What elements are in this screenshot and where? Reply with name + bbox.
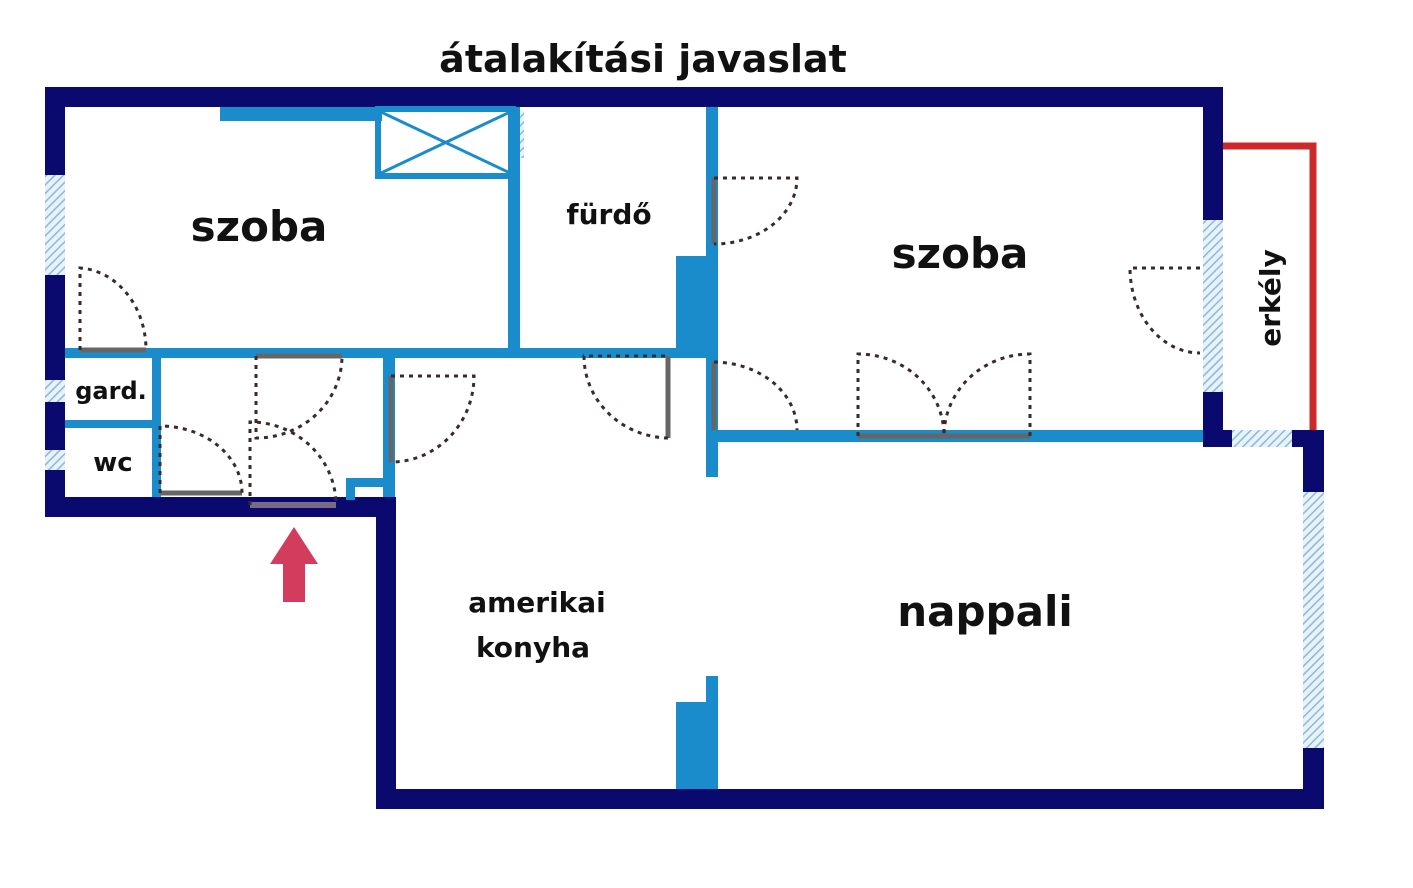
outer-walls (45, 87, 1324, 809)
window-wc (45, 450, 65, 470)
balcony-railing (1220, 142, 1317, 430)
doors (78, 176, 1201, 508)
door-entrance (248, 420, 338, 508)
room-label-balcony: erkély (1254, 249, 1287, 347)
door-right-bedroom (711, 360, 799, 431)
entrance-arrow-icon (270, 527, 318, 602)
door-left-bedroom (78, 266, 148, 353)
window-balcony-sill (1232, 430, 1292, 447)
room-label-living: nappali (897, 587, 1073, 636)
door-wc (158, 424, 244, 496)
door-double (856, 352, 1032, 439)
window-wardrobe (45, 380, 65, 402)
room-label-toilet: wc (93, 448, 132, 478)
room-label-kitchen-line2: konyha (476, 631, 590, 664)
room-label-kitchen-line1: amerikai (468, 586, 606, 619)
window-living (1303, 492, 1324, 748)
door-hall-bath (582, 354, 671, 440)
window-right-bedroom (1203, 220, 1223, 392)
window-left-bedroom (45, 175, 65, 275)
room-label-bathroom: fürdő (566, 198, 651, 231)
door-bathroom (711, 176, 799, 246)
room-label-bedroom-right: szoba (892, 229, 1029, 278)
door-balcony (1128, 266, 1201, 355)
door-kitchen (388, 374, 476, 464)
plan-title: átalakítási javaslat (439, 37, 847, 81)
room-label-wardrobe: gard. (75, 377, 147, 405)
room-label-bedroom-left: szoba (191, 202, 328, 251)
ventilation-shaft (375, 106, 516, 179)
door-hall-top (254, 353, 344, 440)
